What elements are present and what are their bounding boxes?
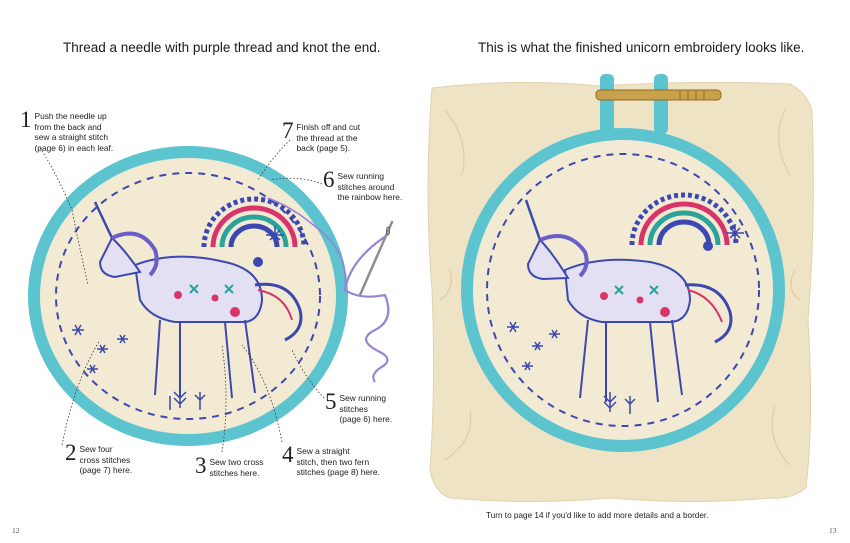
step-number: 7 (282, 118, 294, 143)
right-page: This is what the finished unicorn embroi… (425, 0, 850, 543)
step-text: Sew four cross stitches (page 7) here. (79, 444, 133, 476)
step-2: 2 Sew four cross stitches (page 7) here. (65, 440, 133, 476)
needle (358, 220, 394, 297)
step-4: 4 Sew a straight stitch, then two fern s… (282, 442, 380, 478)
step-text: Finish off and cut the thread at the bac… (296, 122, 361, 154)
page-number-left: 12 (12, 526, 20, 535)
step-3: 3 Sew two cross stitches here. (195, 453, 264, 478)
step-number: 4 (282, 442, 294, 467)
page-number-right: 13 (829, 526, 837, 535)
step-text: Sew two cross stitches here. (209, 457, 264, 478)
step-text: Sew a straight stitch, then two fern sti… (296, 446, 380, 478)
hoop-illustration-left (28, 139, 394, 453)
step-number: 3 (195, 453, 207, 478)
step-1: 1 Push the needle up from the back and s… (20, 107, 114, 153)
step-text: Push the needle up from the back and sew… (34, 111, 114, 153)
left-page: Thread a needle with purple thread and k… (12, 40, 403, 535)
step-number: 1 (20, 107, 32, 132)
step-6: 6 Sew running stitches around the rainbo… (323, 167, 403, 203)
right-page-heading: This is what the finished unicorn embroi… (478, 40, 805, 55)
step-number: 6 (323, 167, 335, 192)
step-text: Sew running stitches around the rainbow … (337, 171, 403, 203)
step-number: 2 (65, 440, 77, 465)
left-page-heading: Thread a needle with purple thread and k… (63, 40, 381, 55)
footer-note: Turn to page 14 if you'd like to add mor… (486, 511, 709, 520)
step-5: 5 Sew running stitches (page 6) here. (325, 389, 393, 425)
step-text: Sew running stitches (page 6) here. (339, 393, 393, 425)
unicorn-figure (93, 201, 303, 399)
step-number: 5 (325, 389, 337, 414)
step-7: 7 Finish off and cut the thread at the b… (282, 118, 361, 154)
